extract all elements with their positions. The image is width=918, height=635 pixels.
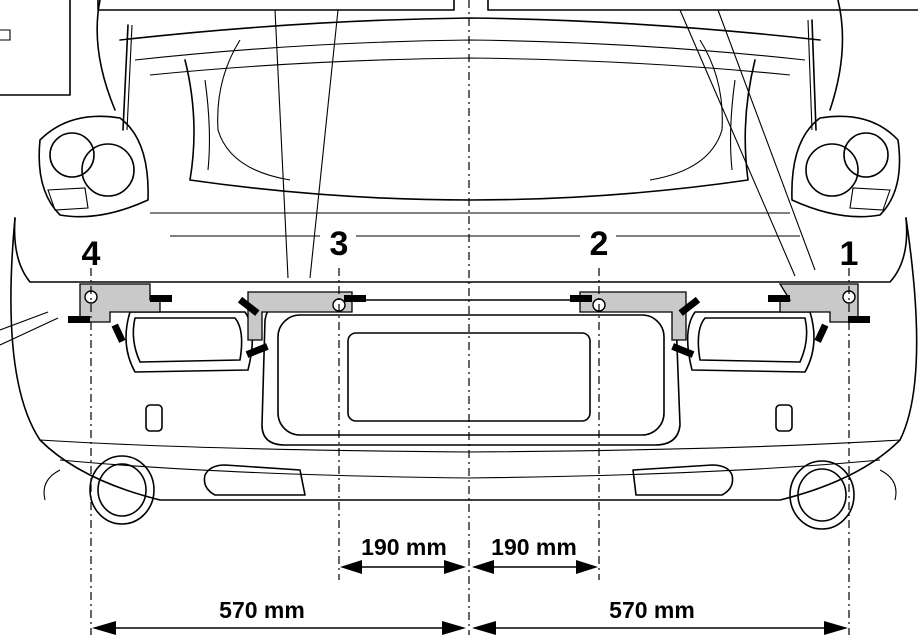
sensor-plate-2 [579,291,687,341]
sensor-clips [68,295,870,358]
dimension-outer-right: 570 mm [609,597,695,623]
dimension-inner-left: 190 mm [361,534,447,560]
sensor-holes [84,290,856,312]
sensor-plate-3 [247,291,353,341]
guide-lines [90,0,850,635]
sensor-label-1: 1 [840,235,859,273]
sensor-label-4: 4 [82,235,101,273]
callout-boxes [0,0,918,346]
sensor-label-3: 3 [330,225,349,263]
dimension-arrows [92,560,848,635]
sensor-label-2: 2 [590,225,609,263]
dimension-inner-right: 190 mm [491,534,577,560]
label-backdrops [72,222,866,560]
dimension-outer-left: 570 mm [219,597,305,623]
car-body [10,0,918,530]
